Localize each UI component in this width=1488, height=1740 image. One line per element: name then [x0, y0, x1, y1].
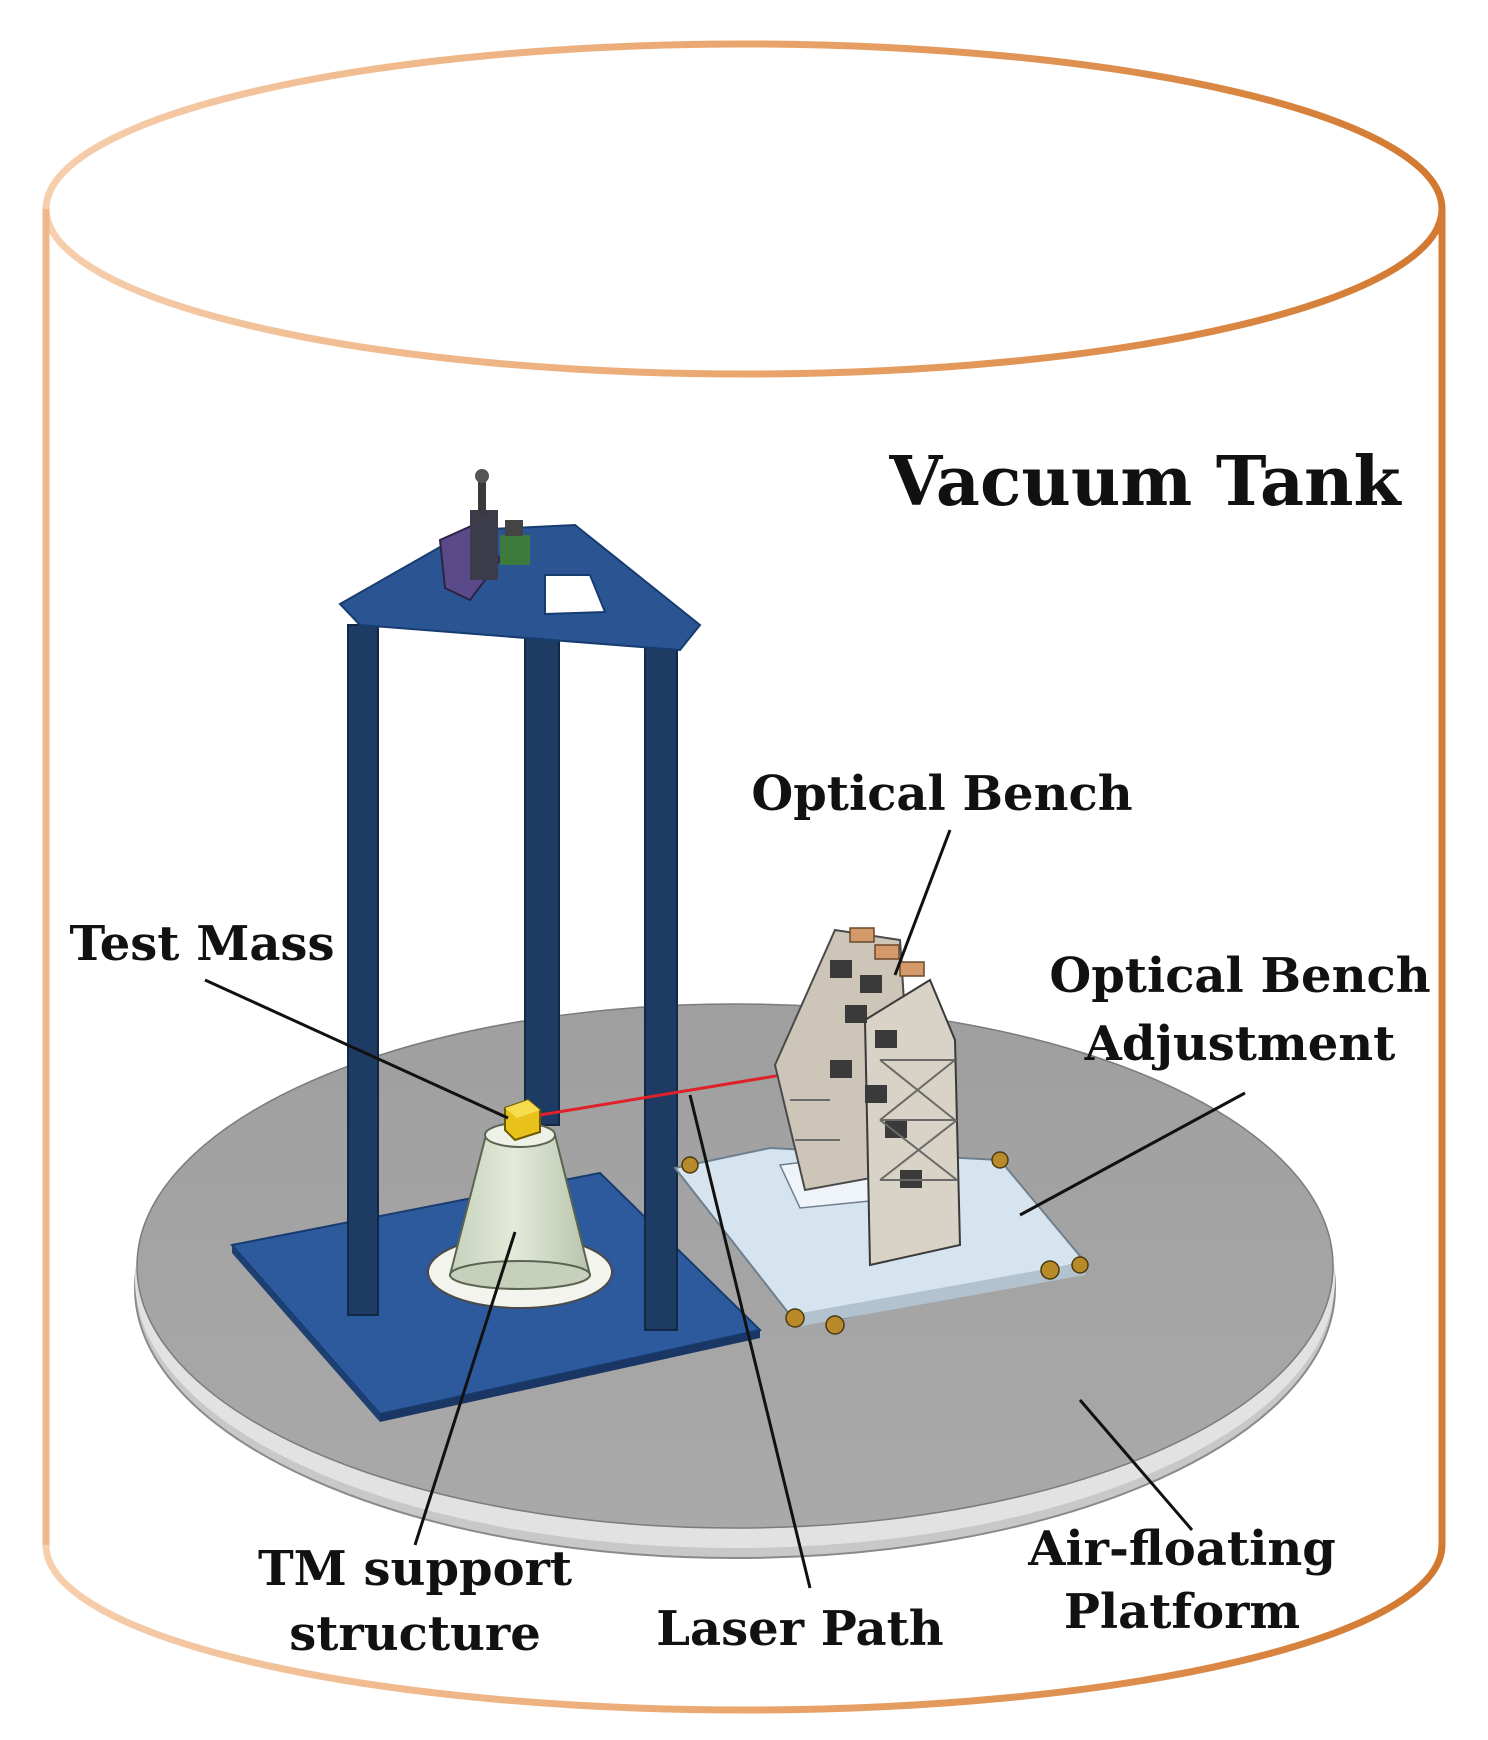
frame-base-plate-side — [232, 1245, 380, 1422]
bench-front-truss — [863, 978, 962, 1267]
adjustment-feet — [681, 1151, 1089, 1335]
leader-test-mass — [204, 978, 509, 1120]
label-test-mass: Test Mass — [70, 916, 335, 972]
frame-base-plate-side-front — [380, 1330, 760, 1422]
test-mass — [504, 1098, 541, 1142]
frame-pillar-left — [347, 624, 379, 1316]
support-cone-bottom — [449, 1260, 591, 1290]
tank-bottom-rim — [42, 1544, 1446, 1714]
label-optical-bench-adjustment-line2: Adjustment — [1084, 1016, 1396, 1072]
leader-optical-bench — [893, 829, 952, 976]
label-optical-bench-adjustment-line1: Optical Bench — [1049, 948, 1430, 1004]
bench-optics — [830, 960, 922, 1188]
frame-pillar-back — [524, 564, 560, 1126]
optical-bench — [773, 927, 962, 1267]
leader-laser-path — [688, 1094, 812, 1589]
label-air-floating-line2: Platform — [1064, 1584, 1300, 1640]
leader-tm-support — [413, 1231, 517, 1546]
tm-support-structure — [427, 1122, 613, 1309]
label-air-floating-line1: Air-floating — [1027, 1521, 1336, 1577]
label-laser-path: Laser Path — [656, 1601, 943, 1657]
frame-top-plate-hole — [544, 574, 607, 616]
tm-frame — [230, 469, 763, 1422]
label-optical-bench: Optical Bench — [751, 766, 1132, 822]
adjustment-plate-side — [790, 1262, 1085, 1328]
vacuum-tank — [42, 40, 1446, 1714]
frame-pillar-right — [644, 644, 678, 1331]
leader-air-floating — [1078, 1399, 1194, 1531]
label-tm-support-line1: TM support — [258, 1541, 572, 1597]
label-vacuum-tank: Vacuum Tank — [888, 442, 1402, 522]
leader-lines — [204, 829, 1246, 1589]
top-optics-mount — [438, 469, 530, 602]
leader-optical-bench-adjustment — [1019, 1091, 1246, 1217]
bench-truss-lines — [790, 1059, 958, 1181]
label-tm-support-line2: structure — [289, 1606, 541, 1662]
bench-top-mounts — [849, 927, 925, 977]
tank-top-rim — [42, 40, 1446, 378]
